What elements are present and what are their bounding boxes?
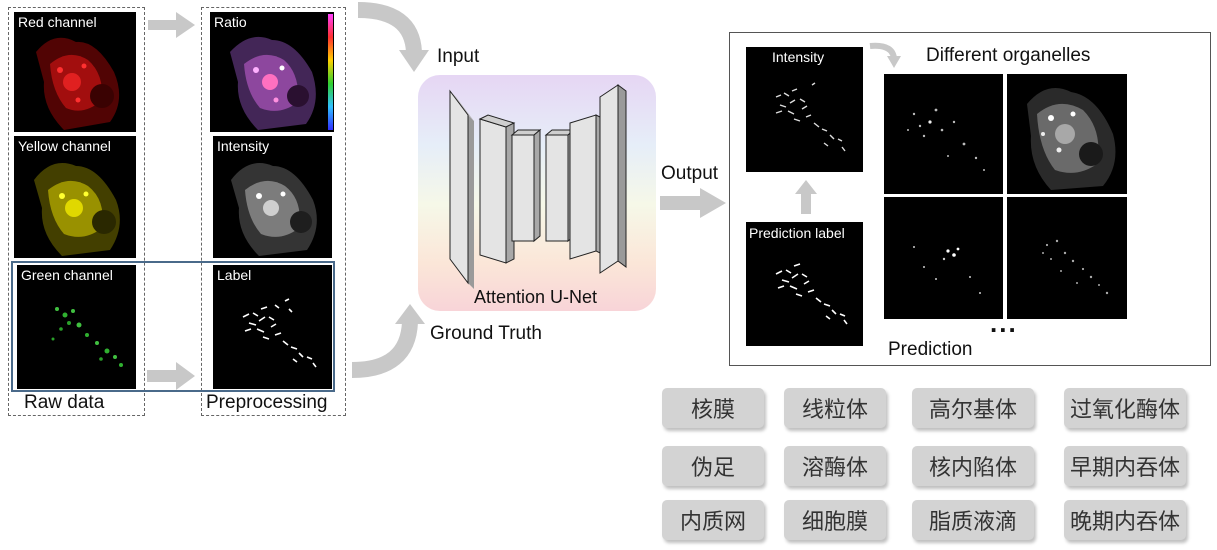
prediction-label-label: Prediction label <box>749 225 845 241</box>
intensity-cell-image <box>231 163 317 256</box>
green-cell-image <box>51 307 123 367</box>
label-mask-image <box>242 298 317 368</box>
prediction-intensity-panel: Intensity <box>746 47 863 172</box>
ground-truth-arrow <box>351 321 418 378</box>
raw-data-caption: Raw data <box>24 392 105 413</box>
organelle-chip: 线粒体 <box>784 388 886 428</box>
green-channel-panel: Green channel <box>17 265 136 389</box>
red-channel-panel: Red channel <box>14 12 136 132</box>
bottleneck-layer-1 <box>511 134 535 242</box>
raw-to-ratio-arrow <box>148 12 195 38</box>
organelle-image-3 <box>913 246 981 294</box>
output-arrow <box>660 188 726 218</box>
organelle-chip: 过氧化酶体 <box>1064 388 1186 428</box>
yellow-cell-image <box>34 163 120 256</box>
preprocessing-caption: Preprocessing <box>206 392 328 413</box>
organelle-image-4 <box>1042 239 1109 295</box>
bottleneck-layer-2 <box>545 134 569 242</box>
yellow-channel-panel: Yellow channel <box>14 136 136 258</box>
yellow-channel-label: Yellow channel <box>18 138 111 154</box>
organelle-chip: 高尔基体 <box>912 388 1034 428</box>
organelle-chip: 溶酶体 <box>784 446 886 486</box>
preprocessing-intensity-label: Intensity <box>217 138 270 154</box>
up-arrow <box>795 180 817 214</box>
preprocessing-intensity-panel: Intensity <box>213 136 332 258</box>
ratio-label: Ratio <box>214 14 247 30</box>
organelle-chip: 核膜 <box>662 388 764 428</box>
organelle-chip: 细胞膜 <box>784 500 886 540</box>
model-label: Attention U-Net <box>474 287 598 307</box>
organelle-panel-1 <box>884 74 1003 194</box>
prediction-caption: Prediction <box>888 339 973 360</box>
organelle-panel-3 <box>884 197 1003 319</box>
output-label: Output <box>661 163 719 184</box>
green-channel-label: Green channel <box>21 267 113 283</box>
input-label: Input <box>437 46 480 67</box>
ratio-cell-image <box>230 14 333 130</box>
ground-truth-frame <box>11 261 335 392</box>
organelle-panel-4 <box>1007 197 1127 319</box>
green-to-label-arrow <box>147 362 195 390</box>
organelle-chip: 伪足 <box>662 446 764 486</box>
raw-data-box <box>8 7 145 416</box>
organelle-chip: 脂质液滴 <box>912 500 1034 540</box>
red-channel-label: Red channel <box>18 14 97 30</box>
organelle-chip: 早期内吞体 <box>1064 446 1186 486</box>
ratio-panel: Ratio <box>210 12 334 132</box>
preprocessing-box <box>201 7 346 416</box>
prediction-box <box>729 32 1211 366</box>
prediction-label-panel: Prediction label <box>746 222 863 346</box>
organelles-title: Different organelles <box>926 45 1091 66</box>
organelle-chip: 晚期内吞体 <box>1064 500 1186 540</box>
organelle-chip: 内质网 <box>662 500 764 540</box>
encoder-layer-2 <box>479 118 507 264</box>
organelle-chip: 核内陷体 <box>912 446 1034 486</box>
prediction-intensity-label: Intensity <box>772 49 825 65</box>
red-cell-image <box>36 37 120 130</box>
input-arrow <box>357 2 422 53</box>
prediction-label-image <box>775 263 848 325</box>
prediction-intensity-image <box>775 82 846 152</box>
organelle-panel-2 <box>1007 74 1127 194</box>
organelles-arrow <box>869 42 897 59</box>
ground-truth-label: Ground Truth <box>430 323 542 344</box>
decoder-layer-2 <box>599 84 619 274</box>
organelle-image-2 <box>1027 88 1116 190</box>
label-panel-label: Label <box>217 267 252 283</box>
organelles-ellipsis: ... <box>990 308 1018 338</box>
label-panel: Label <box>213 265 332 389</box>
organelle-image-1 <box>907 108 985 171</box>
encoder-layer-1 <box>449 89 469 285</box>
decoder-layer-1 <box>569 114 597 260</box>
unet-layers <box>449 84 627 289</box>
